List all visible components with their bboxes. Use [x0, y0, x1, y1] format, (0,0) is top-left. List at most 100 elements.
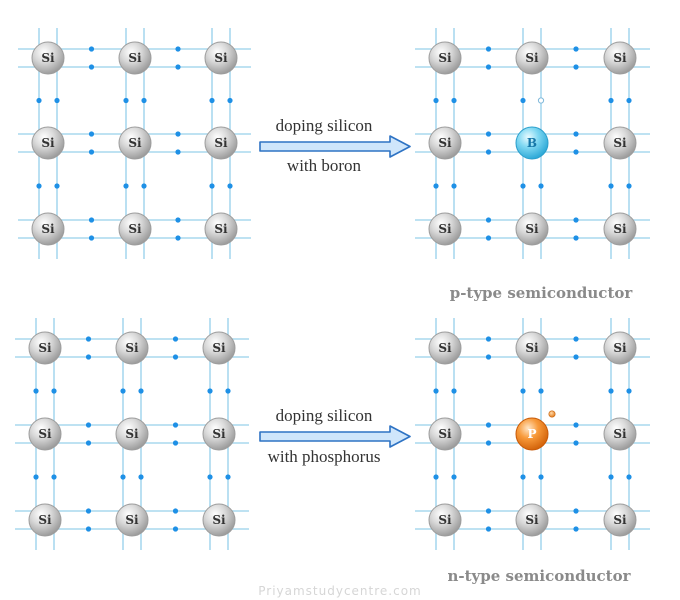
- bonding-electron: [451, 474, 457, 480]
- silicon-atom: Si: [31, 41, 65, 75]
- atom-label: Si: [38, 513, 52, 527]
- bonding-electron: [433, 388, 439, 394]
- atom-label: Si: [38, 341, 52, 355]
- bonding-electron: [141, 97, 147, 104]
- silicon-atom: Si: [515, 331, 549, 365]
- silicon-atom: Si: [118, 126, 152, 160]
- bonding-electron: [141, 183, 147, 189]
- bonding-electron: [485, 217, 492, 223]
- silicon-atom: Si: [603, 212, 637, 246]
- bonding-electron: [175, 149, 181, 155]
- bonding-electron: [54, 183, 60, 189]
- bonding-electron: [138, 474, 144, 480]
- atom-label: Si: [214, 222, 228, 236]
- bonding-electron: [573, 64, 579, 70]
- atom-sphere: [428, 503, 462, 537]
- silicon-atom: Si: [515, 212, 549, 246]
- boron-atom: B: [515, 126, 549, 160]
- atom-label: Si: [438, 51, 452, 65]
- silicon-atom: Si: [428, 212, 462, 246]
- bonding-electron: [485, 526, 492, 532]
- silicon-atom: Si: [204, 212, 238, 246]
- atom-label: Si: [128, 51, 142, 65]
- atom-sphere: [118, 212, 152, 246]
- bonding-electron: [36, 97, 42, 104]
- bonding-electron: [626, 388, 632, 394]
- atom-label: B: [527, 136, 537, 150]
- atom-label: Si: [214, 136, 228, 150]
- silicon-atom: Si: [202, 417, 236, 451]
- silicon-atom: Si: [428, 503, 462, 537]
- silicon-atom: Si: [202, 331, 236, 365]
- atom-sphere: [428, 126, 462, 160]
- atom-sphere: [28, 503, 62, 537]
- atom-label: Si: [128, 136, 142, 150]
- bonding-electron: [485, 422, 492, 428]
- silicon-atom: Si: [603, 331, 637, 365]
- bonding-electron: [172, 508, 179, 514]
- bonding-electron: [172, 354, 179, 360]
- p-type-arrow-label-line2: with boron: [287, 156, 362, 175]
- bonding-electron: [85, 422, 92, 428]
- bonding-electron: [573, 508, 579, 514]
- atom-label: Si: [613, 513, 627, 527]
- bonding-electron: [209, 97, 215, 104]
- bonding-electron: [485, 235, 492, 241]
- bonding-electron: [573, 354, 579, 360]
- bonding-electron: [433, 474, 439, 480]
- bonding-electron: [451, 97, 457, 104]
- atom-sphere: [115, 331, 149, 365]
- bonding-electrons: [33, 46, 632, 532]
- bonding-electron: [485, 440, 492, 446]
- atom-sphere: [204, 212, 238, 246]
- atom-label: Si: [438, 341, 452, 355]
- bonding-electron: [227, 183, 233, 189]
- bonding-electron: [88, 217, 95, 223]
- bonding-electron: [573, 131, 579, 137]
- atom-label: Si: [41, 222, 55, 236]
- free-electron: [548, 410, 556, 418]
- bonding-electron: [573, 526, 579, 532]
- bonding-electron: [451, 388, 457, 394]
- silicon-atom: Si: [31, 212, 65, 246]
- atom-label: Si: [613, 222, 627, 236]
- bonding-electron: [538, 474, 544, 480]
- silicon-atom: Si: [204, 126, 238, 160]
- atom-sphere: [603, 331, 637, 365]
- atom-sphere: [428, 331, 462, 365]
- atom-sphere: [428, 41, 462, 75]
- atom-label: Si: [125, 427, 139, 441]
- bonding-electron: [573, 235, 579, 241]
- bonding-electron: [573, 336, 579, 342]
- silicon-atom: Si: [118, 212, 152, 246]
- hole: [537, 97, 545, 104]
- atom-label: Si: [125, 341, 139, 355]
- atom-sphere: [515, 126, 549, 160]
- atom-label: Si: [38, 427, 52, 441]
- bonding-electron: [33, 474, 39, 480]
- bonding-electron: [626, 183, 632, 189]
- atom-sphere: [115, 417, 149, 451]
- p-type-arrow-label-line1: doping silicon: [276, 116, 373, 135]
- silicon-atom: Si: [28, 331, 62, 365]
- atom-sphere: [115, 503, 149, 537]
- bonding-electron: [175, 64, 181, 70]
- bonding-electron: [138, 388, 144, 394]
- atom-label: Si: [438, 513, 452, 527]
- silicon-atom: Si: [428, 417, 462, 451]
- bonding-electron: [85, 440, 92, 446]
- silicon-atom: Si: [603, 41, 637, 75]
- p-type-caption: p-type semiconductor: [450, 284, 634, 302]
- bonding-electron: [538, 388, 544, 394]
- atom-label: Si: [438, 427, 452, 441]
- bonding-electron: [172, 422, 179, 428]
- bonding-electron: [175, 217, 181, 223]
- bonding-electron: [36, 183, 42, 189]
- silicon-atom: Si: [515, 41, 549, 75]
- bonding-electron: [88, 46, 95, 52]
- atom-sphere: [202, 503, 236, 537]
- atom-sphere: [515, 41, 549, 75]
- bonding-electron: [172, 440, 179, 446]
